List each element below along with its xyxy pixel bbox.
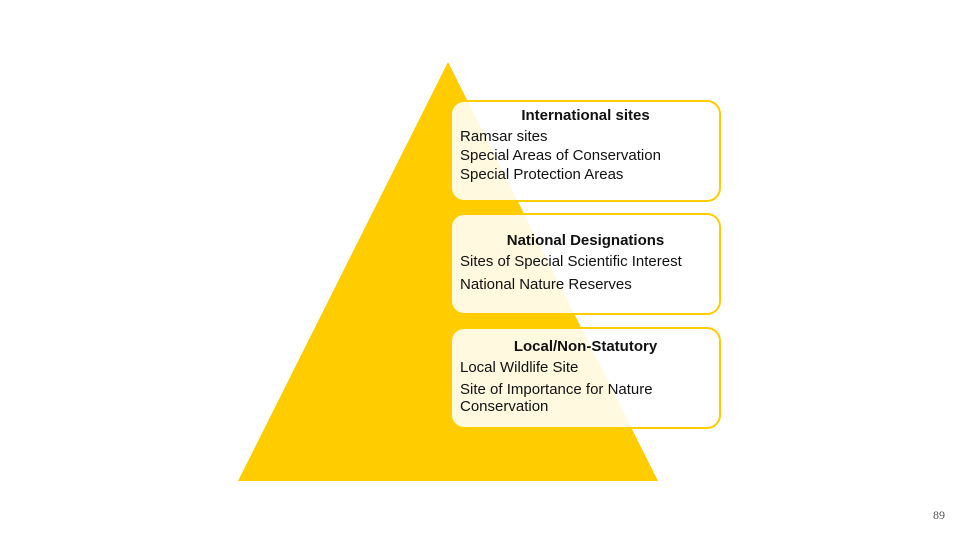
tier-title: Local/Non-Statutory (513, 338, 658, 355)
tier-item: Special Areas of Conservation (460, 147, 661, 164)
tier-item: National Nature Reserves (460, 276, 632, 293)
tier-international: International sites Ramsar sites Special… (450, 100, 721, 202)
tier-title: International sites (521, 107, 650, 124)
tier-item: Special Protection Areas (460, 166, 624, 183)
tier-title: National Designations (506, 232, 665, 249)
tier-item: Ramsar sites (460, 128, 548, 145)
tier-item: Sites of Special Scientific Interest (460, 253, 682, 270)
page-number: 89 (933, 508, 945, 522)
tier-local: Local/Non-Statutory Local Wildlife Site … (450, 327, 721, 429)
tier-item: Local Wildlife Site (460, 359, 579, 376)
tier-item: Site of Importance for Nature Conservati… (460, 381, 653, 415)
tier-national: National Designations Sites of Special S… (450, 213, 721, 315)
